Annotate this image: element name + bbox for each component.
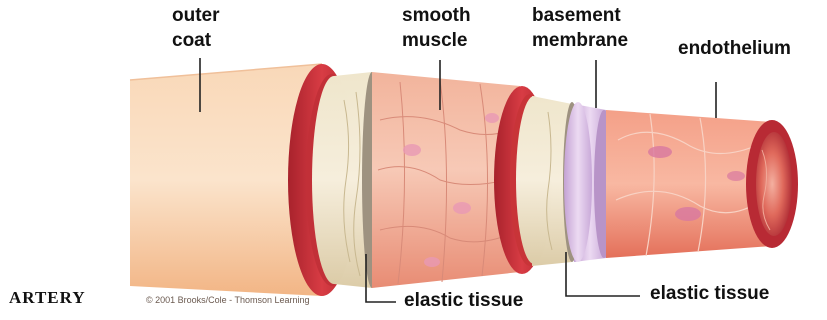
smooth-muscle-label-line2: muscle (402, 30, 467, 52)
copyright-text: © 2001 Brooks/Cole - Thomson Learning (146, 295, 310, 305)
elastic-tissue-label-2: elastic tissue (650, 283, 769, 305)
endothelium-label: endothelium (678, 38, 791, 60)
elastic-tissue-label-1: elastic tissue (404, 290, 523, 312)
elastic-tissue-layer-1 (312, 72, 382, 288)
outer-coat-label-line1: outer (172, 5, 220, 27)
artery-lumen (746, 120, 798, 248)
basement-membrane-label-line2: membrane (532, 30, 628, 52)
outer-coat-label-line2: coat (172, 30, 211, 52)
diagram-title: ARTERY (9, 288, 86, 308)
smooth-muscle-label-line1: smooth (402, 5, 471, 27)
basement-membrane-label-line1: basement (532, 5, 621, 27)
